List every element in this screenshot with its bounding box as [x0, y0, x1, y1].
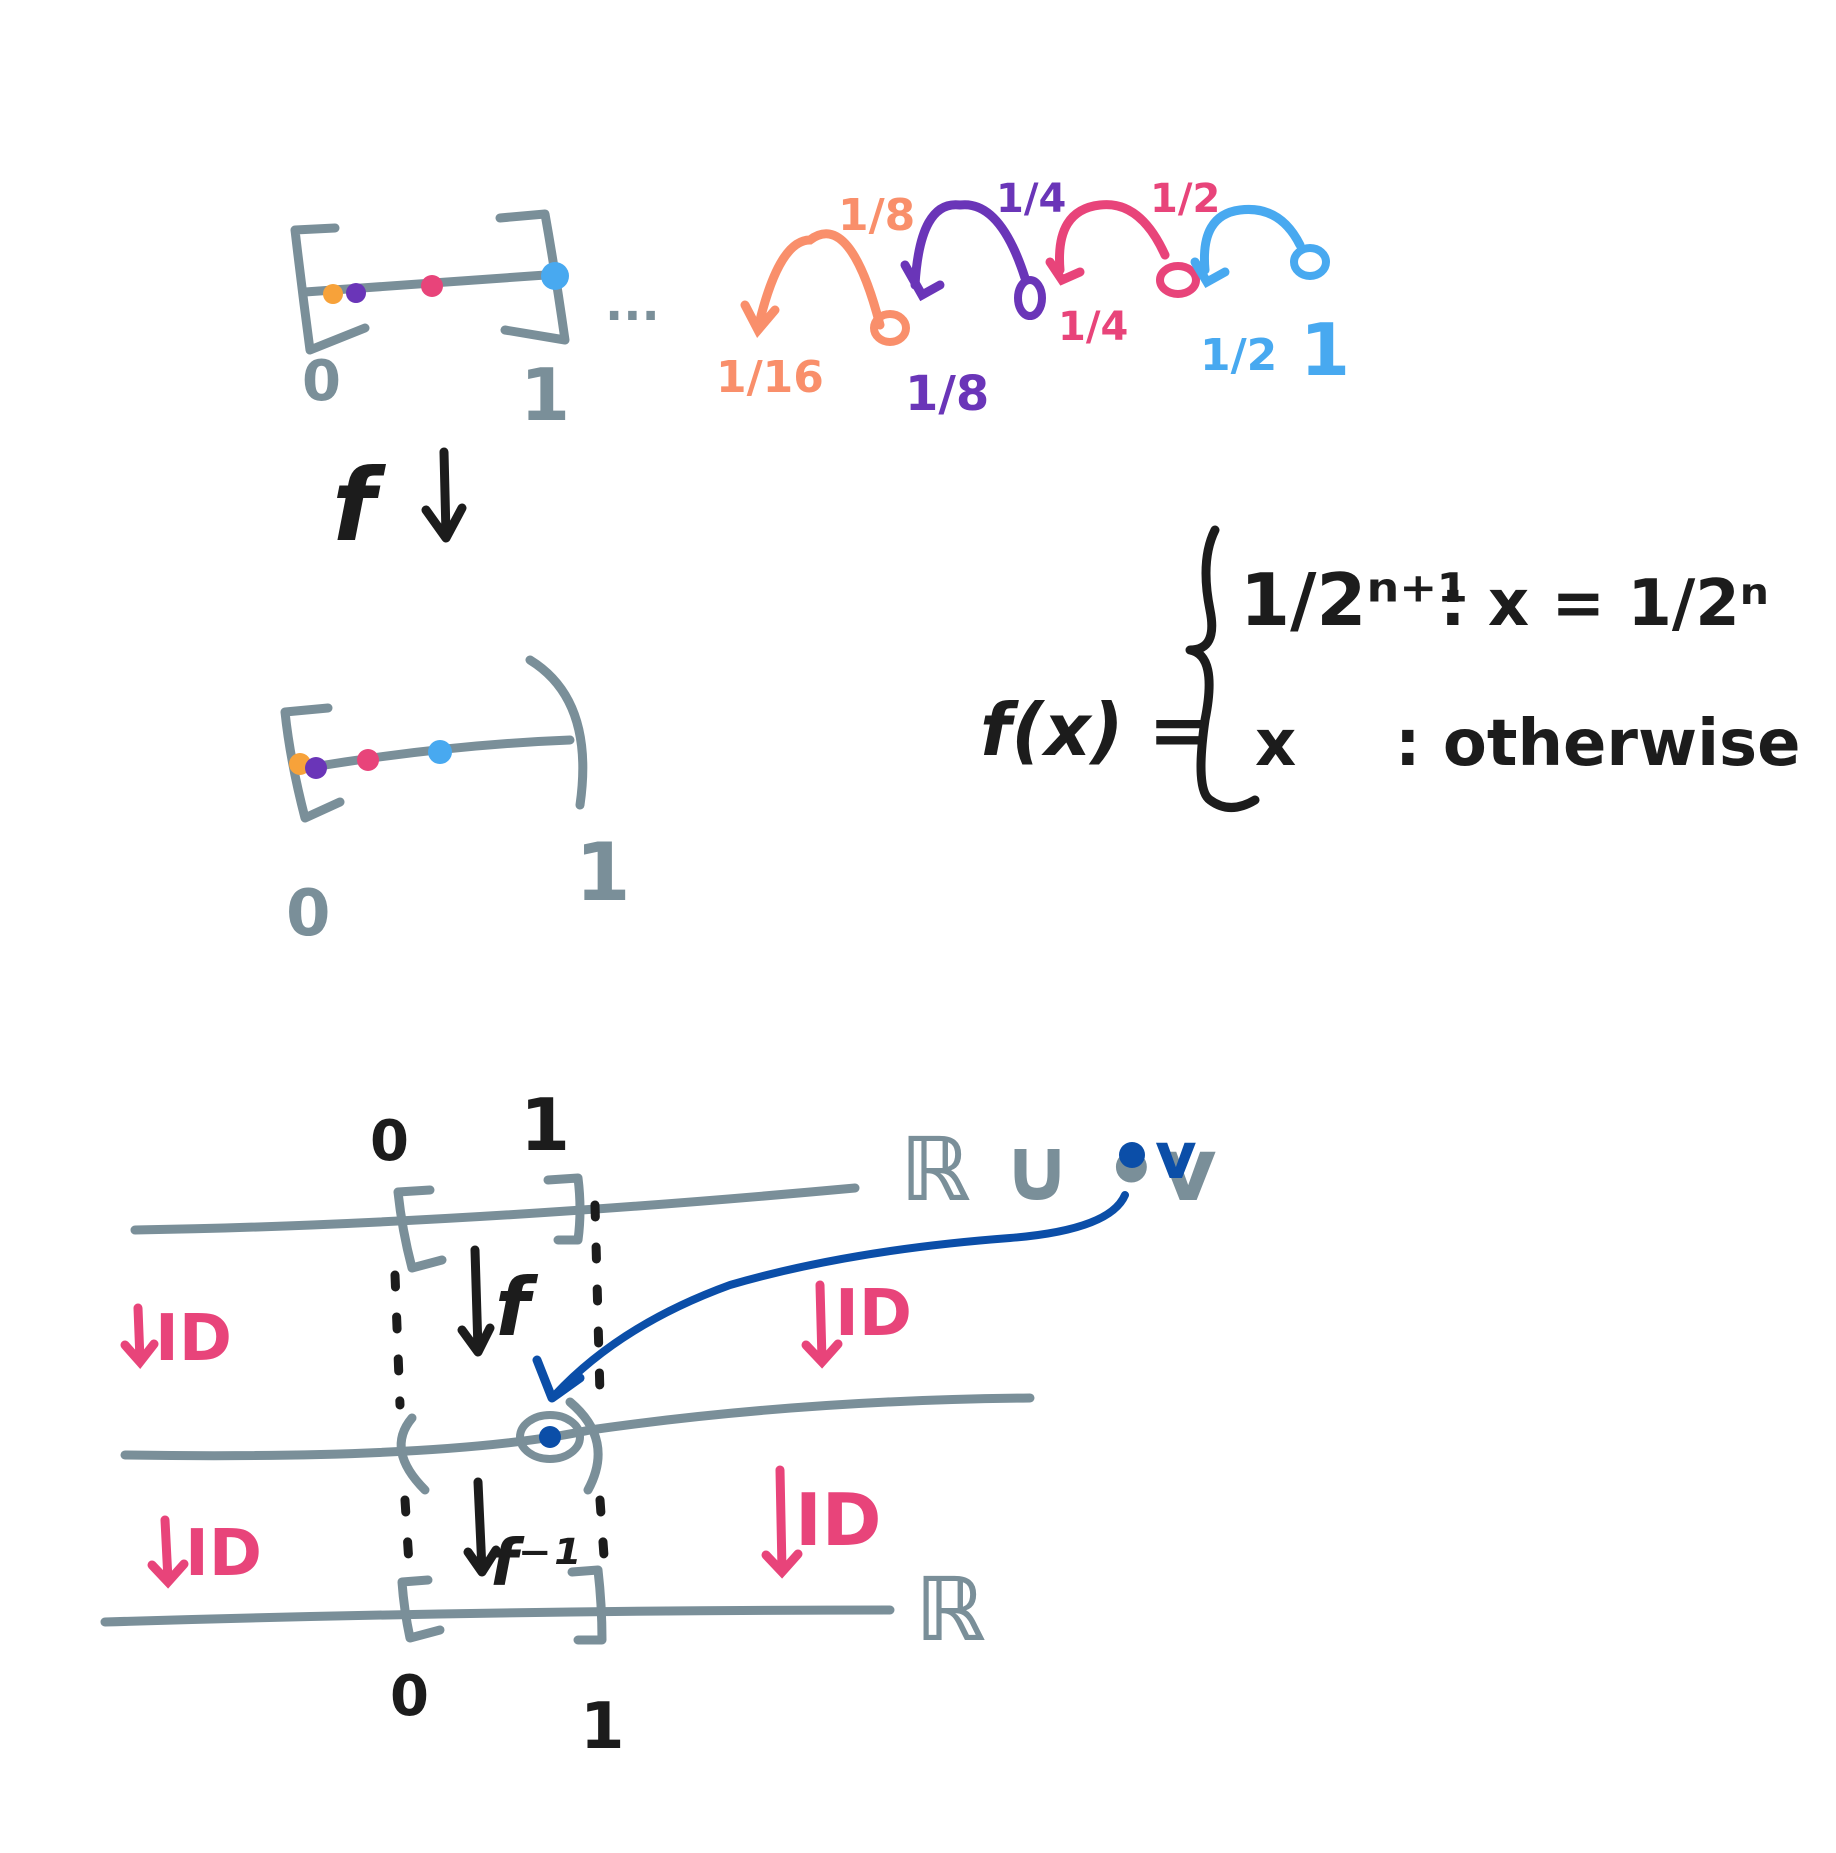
- hop-pink-start-circle: [1156, 262, 1200, 298]
- bottom-diagram: ℝ ∪ •v 0 1 ℝ 0 1 f f⁻¹ ID: [100, 1083, 1217, 1764]
- hop-purple-from-label: 1/4: [996, 176, 1066, 222]
- top-dot-pink: [421, 275, 443, 297]
- dashed-guide-right-lower: [595, 1495, 610, 1575]
- definition-case1-value: 1/2ⁿ⁺¹: [1240, 558, 1469, 642]
- middle-line-right-paren: [565, 1397, 603, 1495]
- hop-pink-arrowhead: [1045, 257, 1085, 286]
- middle-v-dot: [539, 1426, 561, 1448]
- top-dot-purple: [346, 283, 366, 303]
- id-label-bottom-right: ID: [795, 1478, 882, 1562]
- hop-light-blue-to-label: 1/2: [1200, 330, 1277, 381]
- mid-interval: 0 1: [280, 655, 631, 951]
- definition: f(x) = 1/2ⁿ⁺¹ : x = 1/2ⁿ x : otherwise: [980, 525, 1801, 812]
- map-arrow-f: f: [332, 447, 467, 564]
- top-line-right-bracket: [543, 1173, 585, 1245]
- dashed-guide-right-upper: [590, 1200, 605, 1400]
- id-label-bottom-left: ID: [185, 1517, 262, 1591]
- hop-pink-from-label: 1/2: [1150, 176, 1220, 222]
- hop-purple-start-circle: [1014, 276, 1046, 320]
- mid-interval-right-paren: [525, 655, 588, 810]
- definition-case2-condition: : otherwise: [1395, 707, 1801, 781]
- mid-dot-purple: [305, 757, 327, 779]
- mid-interval-label-zero: 0: [286, 877, 331, 951]
- f-down-arrow-icon: [457, 1245, 495, 1357]
- hop-salmon: 1/8 1/16: [716, 190, 915, 403]
- definition-case2-value: x: [1255, 707, 1296, 781]
- hop-pink-arc: [1055, 200, 1170, 275]
- map-arrow-label: f: [332, 447, 386, 564]
- top-dot-orange: [323, 284, 343, 304]
- mid-interval-label-one: 1: [575, 826, 631, 919]
- definition-brace: [1185, 525, 1260, 812]
- bottom-one-label: 1: [580, 1690, 625, 1764]
- hop-light-blue: 1 1/2: [1190, 204, 1350, 392]
- id-label-top-right: ID: [835, 1277, 912, 1351]
- hop-purple-arrowhead: [900, 260, 945, 302]
- sequence: ... 1/8 1/16 1/4 1/8 1/2 1/4: [605, 176, 1350, 422]
- f-inverse-label: f⁻¹: [490, 1527, 580, 1601]
- hop-light-blue-start-circle: [1290, 244, 1330, 280]
- mid-dot-pink: [357, 749, 379, 771]
- middle-v-ring: [516, 1411, 584, 1463]
- top-line-left-bracket: [393, 1185, 447, 1273]
- f-label: f: [495, 1261, 539, 1354]
- bottom-real-line: [100, 1605, 895, 1627]
- dashed-guide-left-lower: [400, 1495, 415, 1585]
- hop-purple-arc: [910, 200, 1030, 290]
- bottom-line-left-bracket: [397, 1575, 445, 1643]
- v-label: v: [1155, 1120, 1197, 1194]
- id-bottom-left: ID: [147, 1515, 262, 1591]
- definition-case1-condition: : x = 1/2ⁿ: [1440, 567, 1769, 641]
- f-inverse-down-arrow-icon: [463, 1477, 501, 1577]
- hop-pink: 1/2 1/4: [1045, 176, 1220, 350]
- hop-light-blue-arrowhead: [1190, 257, 1230, 289]
- bottom-line-right-bracket: [567, 1565, 607, 1645]
- id-bottom-right: ID: [761, 1465, 882, 1579]
- top-interval-label-one: 1: [520, 353, 570, 437]
- id-top-left-arrow-icon: [120, 1303, 159, 1370]
- v-point-dot: [1119, 1142, 1145, 1168]
- hop-light-blue-from-label: 1: [1300, 308, 1350, 392]
- hop-salmon-from-label: 1/8: [838, 190, 915, 241]
- id-bottom-right-arrow-icon: [761, 1465, 803, 1579]
- id-top-right: ID: [801, 1277, 912, 1369]
- hop-salmon-arc: [755, 229, 885, 330]
- top-zero-label: 0: [370, 1109, 409, 1174]
- down-arrow-icon: [421, 447, 467, 543]
- top-interval: 0 1: [290, 209, 570, 437]
- hop-salmon-to-label: 1/16: [716, 352, 824, 403]
- definition-lhs: f(x) =: [980, 688, 1209, 772]
- top-dot-light-blue: [541, 262, 569, 290]
- hop-salmon-arrowhead: [740, 300, 780, 339]
- bottom-zero-label: 0: [390, 1664, 429, 1729]
- bottom-line-label: ℝ: [915, 1558, 986, 1661]
- mid-dot-light-blue: [428, 740, 452, 764]
- v-curve-arrow: [551, 1191, 1129, 1399]
- id-bottom-left-arrow-icon: [147, 1515, 189, 1589]
- dashed-guide-left-upper: [390, 1270, 405, 1410]
- top-line-label: ℝ ∪ •v: [900, 1118, 1217, 1221]
- hop-light-blue-arc: [1199, 204, 1305, 275]
- top-interval-label-zero: 0: [302, 349, 341, 414]
- hop-pink-to-label: 1/4: [1058, 304, 1128, 350]
- top-one-label: 1: [520, 1083, 570, 1167]
- sequence-ellipsis: ...: [605, 276, 660, 332]
- hop-purple: 1/4 1/8: [900, 176, 1066, 422]
- top-real-line: [130, 1183, 860, 1235]
- hop-salmon-start-circle: [870, 310, 910, 346]
- middle-line-left-paren: [396, 1413, 430, 1495]
- hop-purple-to-label: 1/8: [905, 366, 989, 422]
- id-top-right-arrow-icon: [801, 1280, 843, 1369]
- id-top-left: ID: [120, 1302, 232, 1376]
- v-curve-arrowhead-icon: [532, 1355, 585, 1403]
- id-label-top-left: ID: [155, 1302, 232, 1376]
